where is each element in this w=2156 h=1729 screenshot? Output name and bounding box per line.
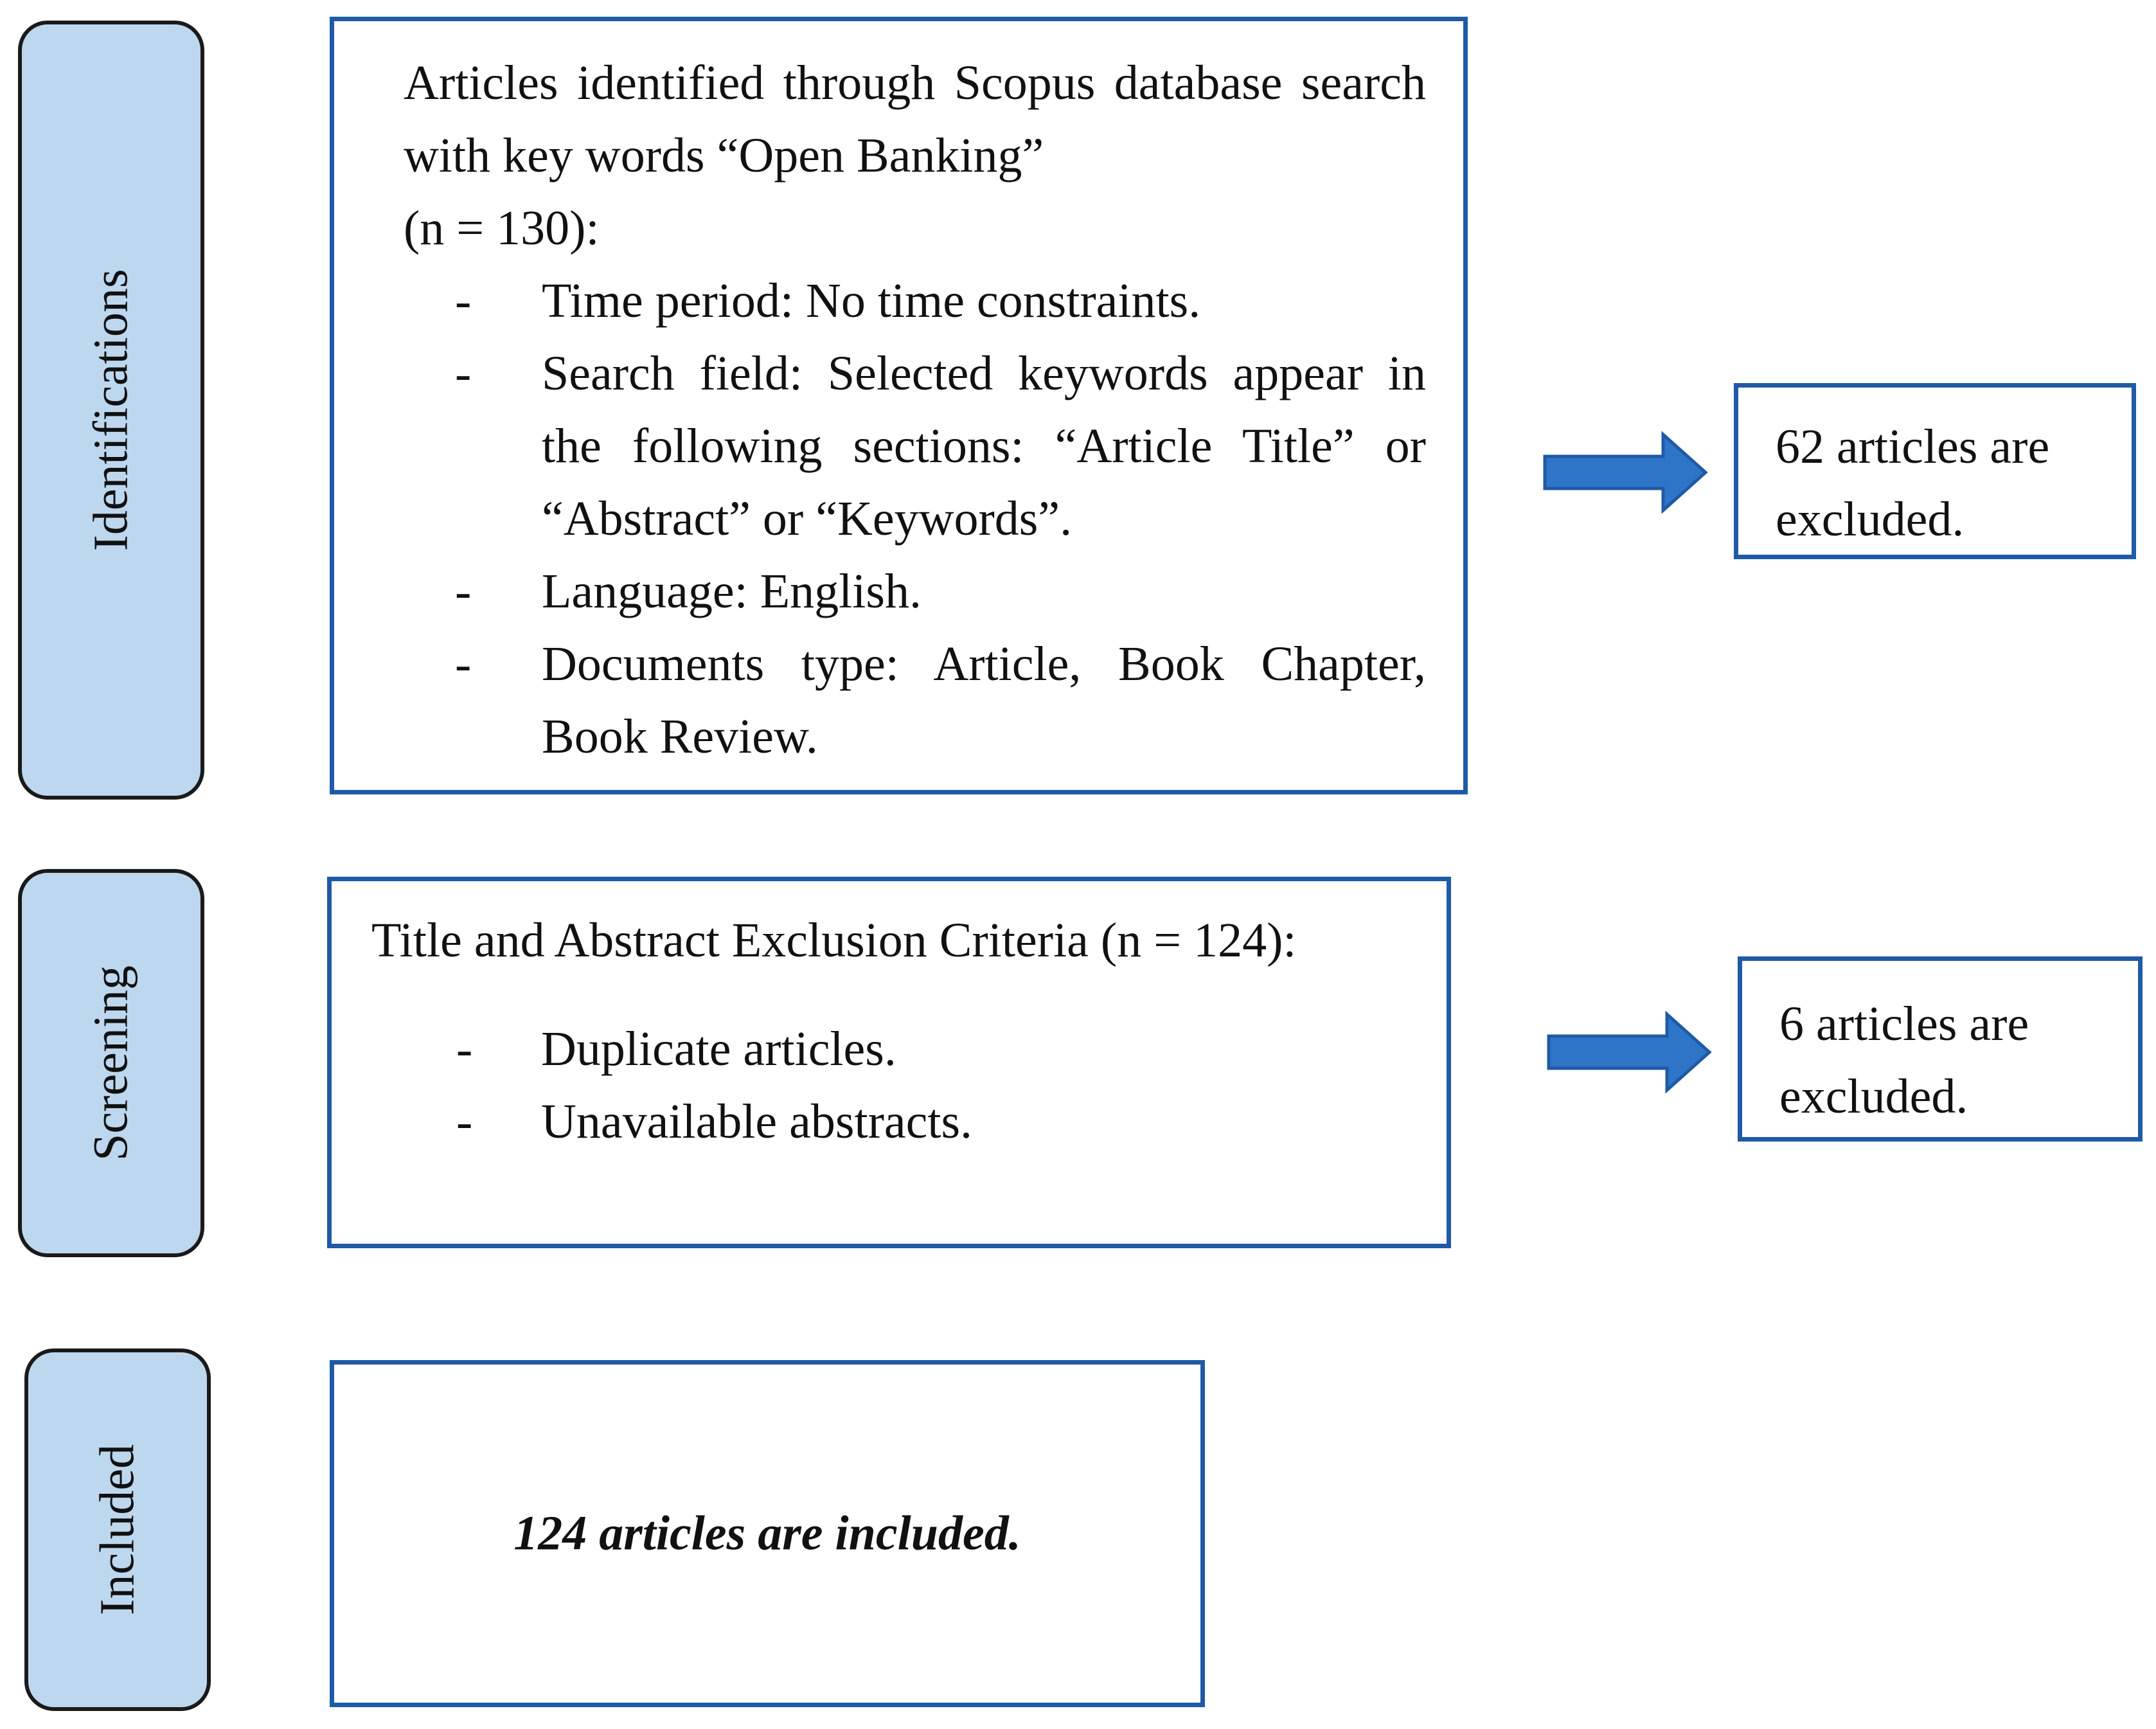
criteria-text: Unavailable abstracts. <box>541 1095 973 1149</box>
criteria-item: - Search field: Selected keywords appear… <box>404 337 1426 555</box>
bullet-dash: - <box>455 346 472 400</box>
screening-heading: Title and Abstract Exclusion Criteria (n… <box>371 913 1297 967</box>
stage-included: Included <box>24 1348 211 1711</box>
bullet-dash: - <box>455 564 472 618</box>
criteria-item: - Duplicate articles. <box>332 1013 1421 1086</box>
included-text: 124 articles are included. <box>513 1506 1021 1561</box>
screening-exclusion-box: 6 articles are excluded. <box>1738 956 2143 1142</box>
criteria-text: Duplicate articles. <box>541 1022 896 1076</box>
stage-label-included: Included <box>90 1444 145 1615</box>
bullet-dash: - <box>456 1095 473 1149</box>
identification-intro: Articles identified through Scopus datab… <box>404 56 1426 183</box>
bullet-dash: - <box>456 1022 473 1076</box>
identification-box: Articles identified through Scopus datab… <box>330 17 1468 794</box>
included-box: 124 articles are included. <box>330 1360 1205 1707</box>
criteria-text: Language: English. <box>542 564 922 618</box>
identification-count: (n = 130): <box>404 201 600 255</box>
criteria-item: - Time period: No time constraints. <box>404 265 1426 337</box>
screening-exclusion-text: 6 articles are excluded. <box>1779 997 2029 1124</box>
stage-label-identifications: Identifications <box>84 269 138 551</box>
identification-exclusion-box: 62 articles are excluded. <box>1734 383 2136 559</box>
bullet-dash: - <box>455 274 472 328</box>
identification-criteria-list: - Time period: No time constraints. - Se… <box>404 265 1426 773</box>
screening-box: Title and Abstract Exclusion Criteria (n… <box>327 877 1451 1248</box>
stage-label-screening: Screening <box>84 965 138 1161</box>
criteria-item: - Unavailable abstracts. <box>332 1086 1421 1158</box>
identification-exclusion-text: 62 articles are excluded. <box>1776 420 2050 546</box>
right-arrow-icon <box>1543 431 1708 514</box>
screening-criteria-list: - Duplicate articles. - Unavailable abst… <box>332 1013 1421 1158</box>
stage-identifications: Identifications <box>18 21 204 800</box>
criteria-item: - Documents type: Article, Book Chapter,… <box>404 628 1426 773</box>
criteria-text: Documents type: Article, Book Chapter, B… <box>542 637 1426 764</box>
criteria-text: Time period: No time constraints. <box>542 274 1201 328</box>
criteria-text: Search field: Selected keywords appear i… <box>542 346 1426 546</box>
bullet-dash: - <box>455 637 472 691</box>
stage-screening: Screening <box>18 869 204 1257</box>
criteria-item: - Language: English. <box>404 555 1426 628</box>
right-arrow-icon <box>1547 1010 1712 1094</box>
